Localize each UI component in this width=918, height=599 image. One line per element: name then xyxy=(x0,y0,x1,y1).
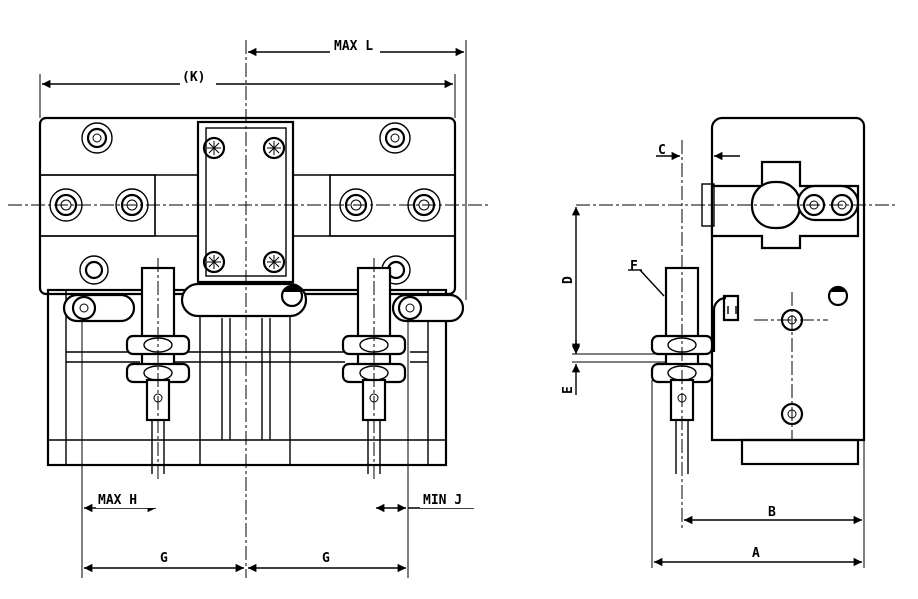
slider-screws xyxy=(202,136,304,308)
side-view xyxy=(576,116,896,530)
label-e: E xyxy=(561,386,576,394)
label-c: C xyxy=(658,143,666,158)
label-g-right: G xyxy=(322,551,330,566)
label-min-j: MIN J xyxy=(423,493,462,508)
right-slot-bracket xyxy=(391,293,465,323)
label-b: B xyxy=(768,505,776,520)
side-body xyxy=(710,116,866,442)
front-dimensions xyxy=(39,40,474,578)
label-k: (K) xyxy=(182,70,205,85)
side-dimensions xyxy=(571,140,865,568)
label-f: F xyxy=(630,259,638,274)
label-max-h: MAX H xyxy=(98,493,137,508)
dimension-labels: MAX L (K) MAX H MIN J G G C F B A D E xyxy=(96,38,776,566)
side-bracket xyxy=(712,294,740,352)
center-slot xyxy=(180,282,308,318)
left-slot-bracket xyxy=(62,293,136,323)
label-g-left: G xyxy=(160,551,168,566)
front-view xyxy=(8,40,490,578)
label-max-l: MAX L xyxy=(334,39,373,54)
leader-f xyxy=(639,269,665,297)
label-d: D xyxy=(561,276,576,284)
label-a: A xyxy=(752,546,760,561)
